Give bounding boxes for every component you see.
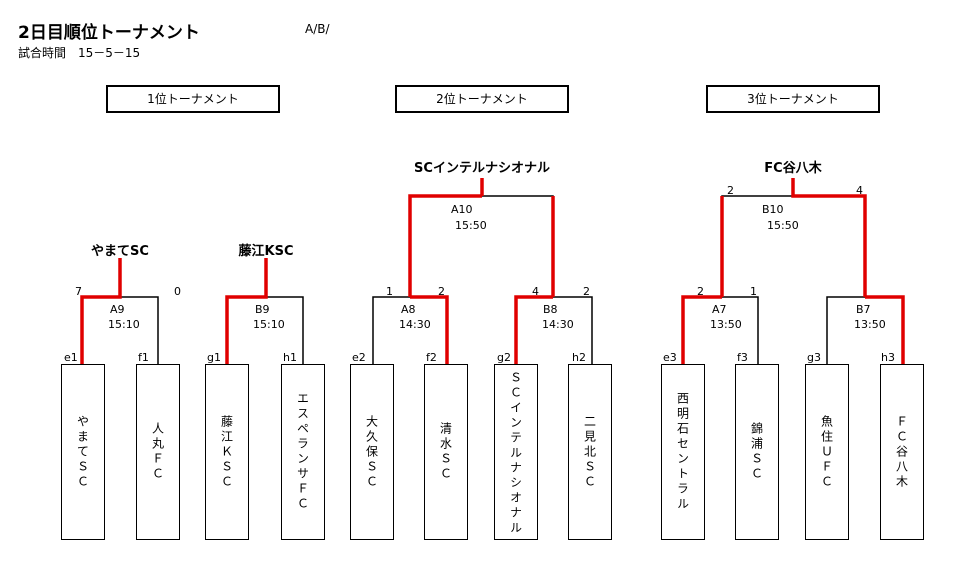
a9-winner-label: やまてSC (91, 244, 149, 259)
b10-score-left: 2 (727, 184, 734, 197)
a7-match-time: 13:50 (710, 318, 742, 331)
b8-match-time: 14:30 (542, 318, 574, 331)
team-box-h1: エスペランサＦＣ (281, 364, 325, 540)
b9-winner-label: 藤江KSC (238, 244, 294, 259)
a7-score-left: 2 (697, 285, 704, 298)
b7-winner-path (865, 295, 905, 364)
team-name: 藤江ＫＳＣ (219, 414, 234, 490)
a9-score-left: 7 (75, 285, 82, 298)
team-box-f2: 清水ＳＣ (424, 364, 468, 540)
slot-label-g1: g1 (207, 351, 221, 364)
a8-match-time: 14:30 (399, 318, 431, 331)
a7-score-right: 1 (750, 285, 757, 298)
bracket-header-1st: 1位トーナメント (106, 85, 280, 113)
bracket-header-2nd: 2位トーナメント (395, 85, 569, 113)
team-name: 二見北ＳＣ (582, 414, 597, 490)
a7-winner-path (681, 295, 722, 364)
team-name: ＦＣ谷八木 (894, 414, 909, 490)
match-time: 試合時間 15－5－15 (18, 46, 141, 60)
team-box-f1: 人丸ＦＣ (136, 364, 180, 540)
b10-match-time: 15:50 (767, 219, 799, 232)
team-name: やまてＳＣ (75, 414, 90, 490)
b9-match-id: B9 (255, 303, 270, 316)
slot-label-e1: e1 (64, 351, 78, 364)
team-name: 魚住ＵＦＣ (819, 414, 834, 490)
b10-match-id: B10 (762, 203, 784, 216)
a10-match-time: 15:50 (455, 219, 487, 232)
a9-match-id: A9 (110, 303, 125, 316)
team-name: 大久保ＳＣ (364, 414, 379, 490)
slot-label-h2: h2 (572, 351, 586, 364)
a10-match-id: A10 (451, 203, 473, 216)
a9-winner-path (80, 258, 122, 364)
b8-score-right: 2 (583, 285, 590, 298)
team-box-g2: ＳＣインテルナシオナル (494, 364, 538, 540)
b8-score-left: 4 (532, 285, 539, 298)
team-name: ＳＣインテルナシオナル (508, 371, 523, 536)
b7-match-id: B7 (856, 303, 871, 316)
b10-winner-path (791, 178, 867, 297)
b9-match-time: 15:10 (253, 318, 285, 331)
team-box-g3: 魚住ＵＦＣ (805, 364, 849, 540)
team-name: エスペランサＦＣ (295, 392, 310, 512)
team-box-e1: やまてＳＣ (61, 364, 105, 540)
team-box-h2: 二見北ＳＣ (568, 364, 612, 540)
slot-label-h1: h1 (283, 351, 297, 364)
b10-score-right: 4 (856, 184, 863, 197)
a8-winner-path (410, 295, 449, 364)
slot-label-g3: g3 (807, 351, 821, 364)
b7-match-time: 13:50 (854, 318, 886, 331)
b8-winner-path (514, 295, 553, 364)
a10-winner-label: SCインテルナシオナル (414, 161, 550, 176)
slot-label-f3: f3 (737, 351, 748, 364)
team-box-e3: 西明石セントラル (661, 364, 705, 540)
team-name: 錦浦ＳＣ (749, 422, 764, 482)
b10-bracket-line (721, 195, 866, 297)
slot-label-f1: f1 (138, 351, 149, 364)
a9-score-right: 0 (174, 285, 181, 298)
slot-label-f2: f2 (426, 351, 437, 364)
b10-winner-label: FC谷八木 (764, 161, 822, 176)
a9-match-time: 15:10 (108, 318, 140, 331)
team-box-f3: 錦浦ＳＣ (735, 364, 779, 540)
a7-match-id: A7 (712, 303, 727, 316)
b8-match-id: B8 (543, 303, 558, 316)
team-name: 清水ＳＣ (438, 422, 453, 482)
team-name: 人丸ＦＣ (150, 422, 165, 482)
group-tag: A/B/ (305, 22, 330, 36)
page-title: 2日目順位トーナメント (18, 23, 200, 43)
team-name: 西明石セントラル (675, 392, 690, 512)
slot-label-e3: e3 (663, 351, 677, 364)
a10-bracket-line (409, 195, 554, 297)
b9-winner-path (225, 258, 268, 364)
slot-label-e2: e2 (352, 351, 366, 364)
a8-score-right: 2 (438, 285, 445, 298)
team-box-e2: 大久保ＳＣ (350, 364, 394, 540)
team-box-h3: ＦＣ谷八木 (880, 364, 924, 540)
team-box-g1: 藤江ＫＳＣ (205, 364, 249, 540)
slot-label-h3: h3 (881, 351, 895, 364)
a10-winner-path (408, 194, 482, 297)
bracket-header-3rd: 3位トーナメント (706, 85, 880, 113)
slot-label-g2: g2 (497, 351, 511, 364)
a8-match-id: A8 (401, 303, 416, 316)
a8-score-left: 1 (386, 285, 393, 298)
